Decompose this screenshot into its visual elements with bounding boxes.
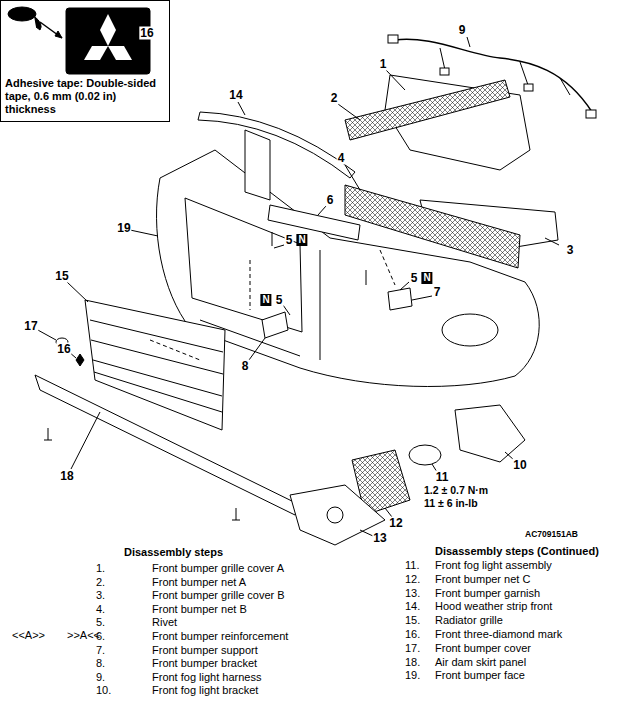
- step-text: Front bumper net B: [152, 603, 247, 616]
- step-text: 1.: [96, 562, 105, 575]
- step-text: Front bumper grille cover A: [152, 562, 284, 575]
- callout-number: 3: [566, 244, 575, 257]
- list-heading: Disassembly steps: [124, 546, 223, 559]
- step-text: Air dam skirt panel: [435, 656, 526, 669]
- step-text: 9.: [96, 671, 105, 684]
- step-text: Front bumper bracket: [152, 657, 257, 670]
- step-text: 18.: [405, 656, 420, 669]
- step-text: Front bumper net A: [152, 576, 246, 589]
- step-text: Front fog light assembly: [435, 559, 552, 572]
- torque-value: 1.2 ± 0.7 N·m: [424, 484, 488, 496]
- callout-number: 15: [54, 270, 69, 283]
- step-text: 15.: [405, 614, 420, 627]
- callout-number: 17: [23, 320, 38, 333]
- callout-number: 19: [116, 222, 131, 235]
- callout-number: 12: [388, 517, 403, 530]
- callout-number: 5: [410, 272, 419, 285]
- step-text: Front bumper support: [152, 644, 258, 657]
- callout-number: 7: [433, 286, 442, 299]
- callout-number: 5: [285, 234, 294, 247]
- callout-number: 11: [435, 471, 450, 484]
- callout-number: 2: [330, 92, 339, 105]
- inset-box: Adhesive tape: Double-sided tape, 0.6 mm…: [0, 0, 170, 122]
- note-text: Adhesive tape: Double-sided tape, 0.6 mm…: [5, 77, 165, 116]
- step-text: 7.: [96, 644, 105, 657]
- step-text: Rivet: [152, 616, 177, 629]
- new-part-badge: N: [260, 294, 271, 306]
- step-text: Radiator grille: [435, 614, 503, 627]
- step-text: 10.: [96, 684, 111, 697]
- step-text: 8.: [96, 657, 105, 670]
- step-text: 16.: [405, 628, 420, 641]
- callout-number: 18: [59, 470, 74, 483]
- step-text: Front three-diamond mark: [435, 628, 562, 641]
- step-text: Front bumper reinforcement: [152, 630, 288, 643]
- callout-number: 14: [228, 89, 243, 102]
- step-text: 11.: [405, 559, 419, 572]
- torque-value: 11 ± 6 in-lb: [424, 497, 478, 509]
- new-part-badge: N: [421, 272, 432, 284]
- step-text: Front bumper garnish: [435, 587, 540, 600]
- step-text: Front fog light harness: [152, 671, 261, 684]
- callout-number: 10: [512, 459, 527, 472]
- callout-number: 8: [241, 360, 250, 373]
- step-text: 3.: [96, 589, 105, 602]
- step-text: Front bumper grille cover B: [152, 589, 285, 602]
- step-text: 2.: [96, 576, 105, 589]
- callout-number: 16: [139, 27, 154, 40]
- step-text: <<A>>: [12, 629, 45, 642]
- step-text: 5.: [96, 616, 105, 629]
- step-text: 4.: [96, 603, 105, 616]
- step-text: Front bumper face: [435, 669, 525, 682]
- callout-number: 5: [275, 294, 284, 307]
- new-part-badge: N: [296, 234, 307, 246]
- callout-number: 13: [372, 532, 387, 545]
- callout-number: 9: [458, 24, 467, 37]
- step-text: 14.: [405, 600, 420, 613]
- step-text: >>A<<: [67, 629, 100, 642]
- step-text: Front bumper cover: [435, 642, 531, 655]
- list-heading: Disassembly steps (Continued): [435, 545, 599, 558]
- callout-number: 1: [379, 58, 388, 71]
- figure-code: AC709151AB: [525, 529, 578, 539]
- step-text: 13.: [405, 587, 420, 600]
- step-text: 17.: [405, 642, 420, 655]
- callout-number: 6: [326, 194, 335, 207]
- step-text: Front fog light bracket: [152, 684, 258, 697]
- callout-number: 16: [56, 343, 71, 356]
- step-text: 19.: [405, 669, 420, 682]
- step-text: Hood weather strip front: [435, 600, 552, 613]
- step-text: 12.: [405, 573, 420, 586]
- step-text: Front bumper net C: [435, 573, 530, 586]
- callout-number: 4: [337, 152, 346, 165]
